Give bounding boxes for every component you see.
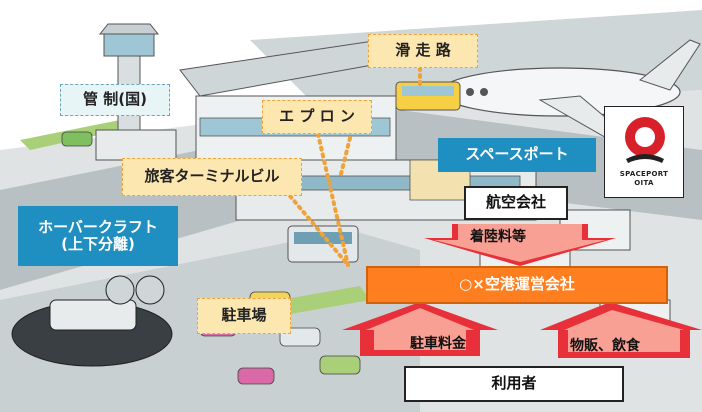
logo-line1: SPACEPORT — [619, 170, 669, 178]
parking-fee-label: 駐車料金 — [410, 336, 466, 352]
logo-line2: OITA — [634, 178, 654, 187]
terminal-label: 旅客ターミナルビル — [122, 158, 302, 196]
operator-label: ○×空港運営会社 — [366, 266, 668, 304]
landing-fee-label: 着陸料等 — [470, 229, 526, 245]
spaceport-label: スペースポート — [438, 138, 596, 172]
spaceport-logo: SPACEPORT OITA — [604, 106, 684, 198]
hovercraft-icon — [11, 275, 173, 367]
spaceport-logo-text: SPACEPORT OITA — [605, 170, 683, 188]
bus-icon — [395, 81, 461, 111]
sales-arrow — [540, 302, 702, 358]
runway-label: 滑 走 路 — [368, 34, 478, 68]
spaceport-logo-icon — [625, 117, 665, 163]
apron-label: エ プ ロ ン — [262, 100, 372, 134]
airline-arrow — [424, 224, 616, 266]
control-label: 管 制(国) — [60, 84, 170, 116]
hovercraft-label-line2: (上下分離) — [61, 235, 135, 253]
sales-label: 物販、飲食 — [570, 338, 640, 354]
airplane-icon — [439, 39, 701, 141]
users-label: 利用者 — [404, 366, 624, 402]
hovercraft-label: ホーバークラフト (上下分離) — [18, 206, 178, 266]
hovercraft-label-line1: ホーバークラフト — [38, 217, 158, 236]
parking-fee-arrow — [342, 302, 498, 356]
parking-label: 駐車場 — [197, 298, 291, 334]
leader-lines — [288, 66, 422, 267]
airline-label: 航空会社 — [464, 186, 568, 220]
